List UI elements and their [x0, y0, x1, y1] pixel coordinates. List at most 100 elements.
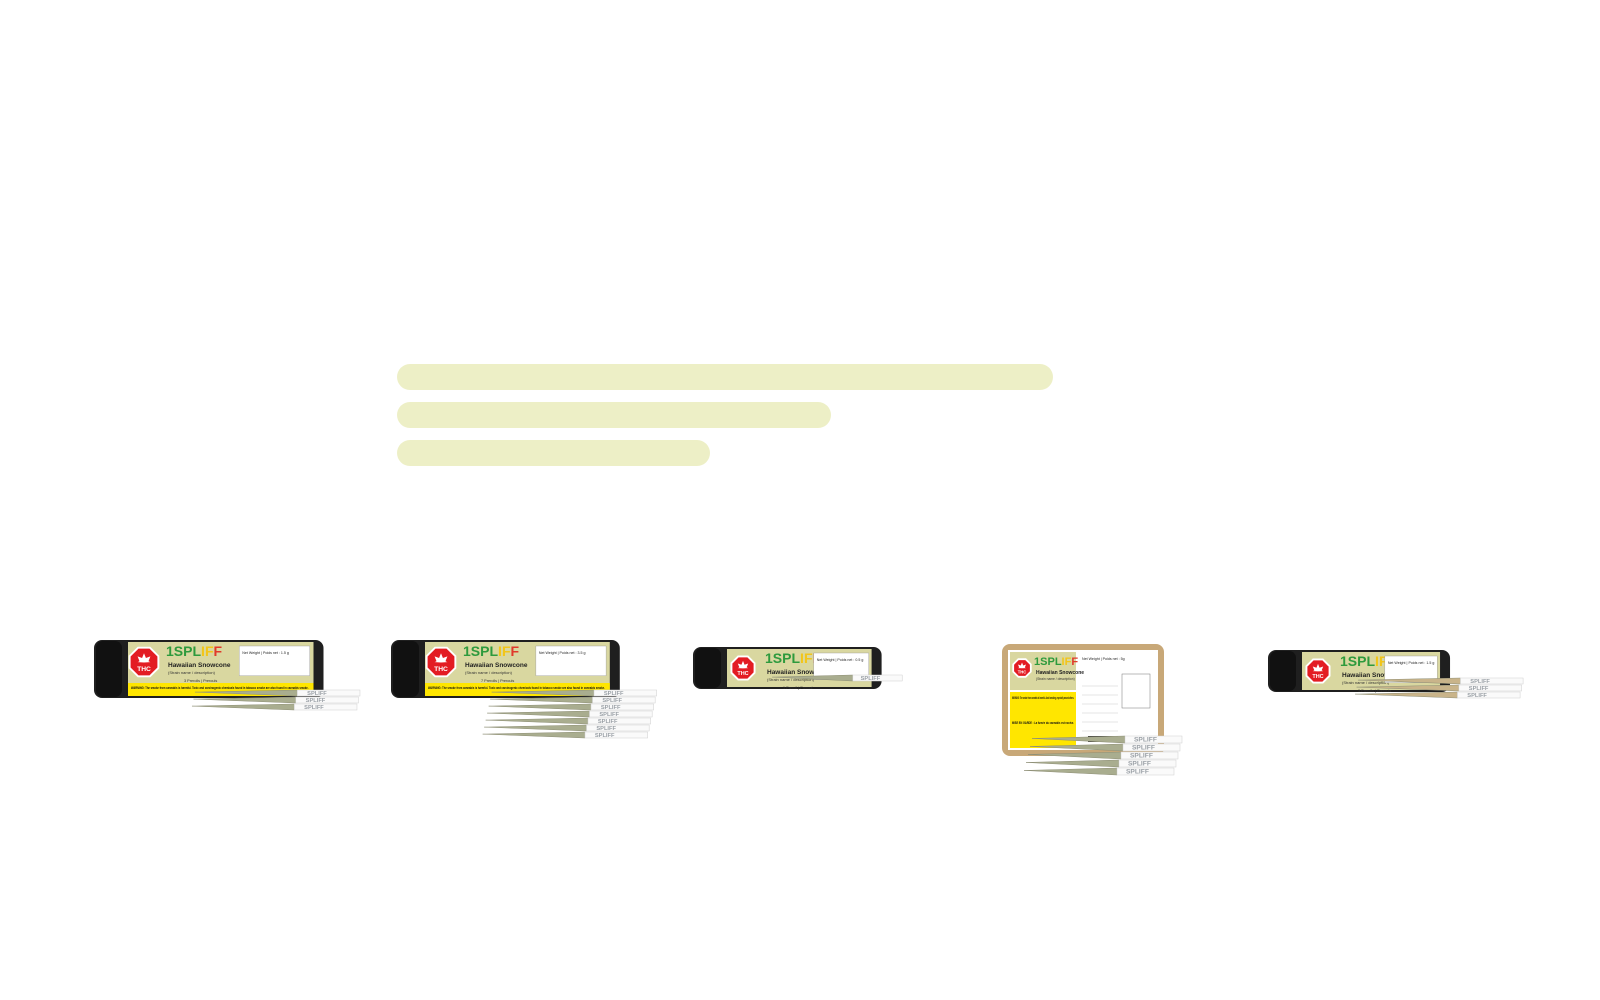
- cannabis-leaf-icon: [137, 653, 151, 663]
- warning-text: WARNING: The smoke from cannabis is harm…: [131, 685, 309, 690]
- thc-label: THC: [737, 671, 748, 677]
- cannabis-leaf-icon: [1312, 663, 1324, 672]
- tray-package: THC 1SPLIFF Hawaiian Snowcone(Strain name …: [1002, 644, 1183, 776]
- preroll-joint: SPLIFF: [485, 717, 651, 725]
- preroll-joint: SPLIFF: [193, 696, 359, 704]
- preroll-joint: SPLIFF: [488, 703, 654, 711]
- joint-brand: SPLIFF: [595, 733, 615, 739]
- preroll-joint: SPLIFF: [1031, 735, 1183, 744]
- product-card-3[interactable]: THC 1SPLIFF Hawaiian Snowcone(Strain name …: [693, 647, 923, 707]
- preroll-joint: SPLIFF: [484, 724, 650, 732]
- net-weight: Net Weight | Poids net : 3.5 g: [539, 651, 586, 655]
- product-card-4[interactable]: THC 1SPLIFF Hawaiian Snowcone(Strain name …: [1002, 644, 1202, 789]
- strain-note: (Strain name / description): [1036, 677, 1075, 681]
- count-text: 7 Prerolls | Prerouls: [481, 679, 514, 683]
- brand-logo: 1SPLIFF: [463, 643, 520, 659]
- info-box: [535, 645, 607, 676]
- joint-brand: SPLIFF: [1470, 679, 1490, 685]
- joint-brand: SPLIFF: [306, 698, 326, 704]
- info-box: [239, 645, 310, 676]
- preroll-joint: SPLIFF: [1356, 684, 1522, 692]
- thc-warning-icon: THC: [1305, 658, 1331, 684]
- joint-brand: SPLIFF: [1134, 737, 1157, 744]
- warning-text-fr: MISE EN GARDE : La fumée du cannabis est…: [1012, 721, 1074, 725]
- thc-warning-icon: THC: [425, 646, 457, 678]
- preroll-joint: SPLIFF: [1358, 677, 1524, 685]
- joint-brand: SPLIFF: [307, 691, 327, 697]
- strain-name: Hawaiian Snowcone: [168, 662, 231, 669]
- preroll-joint: SPLIFF: [491, 689, 657, 697]
- tube-cap: [1270, 651, 1296, 691]
- thc-warning-icon: THC: [128, 646, 160, 678]
- net-weight: Net Weight | Poids net : 1.5 g: [1388, 661, 1435, 665]
- joint-brand: SPLIFF: [601, 705, 621, 711]
- warning-text: WARNING: The smoke from cannabis is harm…: [1012, 696, 1074, 700]
- joint-brand: SPLIFF: [1130, 753, 1153, 760]
- net-weight: Net Weight | Poids net : 1.5 g: [242, 651, 289, 655]
- product-image: THC 1SPLIFF Hawaiian Snowcone(Strain name …: [94, 640, 361, 711]
- preroll-joint: SPLIFF: [772, 674, 903, 682]
- strain-note: (Strain name / description): [465, 670, 513, 675]
- strain-note: (Strain name / description): [1342, 680, 1390, 685]
- thc-warning-icon: THC: [730, 655, 756, 681]
- thc-label: THC: [434, 666, 448, 673]
- tube-package: THC 1SPLIFF Hawaiian Snowcone(Strain name …: [693, 647, 903, 690]
- count-text: 1 Preroll | Preroul: [783, 686, 813, 690]
- joint-brand: SPLIFF: [1467, 693, 1487, 699]
- thc-label: THC: [137, 666, 151, 673]
- preroll-joint: SPLIFF: [1025, 759, 1177, 768]
- thc-label: THC: [1018, 670, 1027, 675]
- joint-brand: SPLIFF: [1126, 769, 1149, 776]
- joint-brand: SPLIFF: [604, 691, 624, 697]
- cannabis-leaf-icon: [434, 653, 448, 663]
- strain-name: Hawaiian Snowcone: [767, 669, 830, 676]
- preroll-joint: SPLIFF: [490, 696, 656, 704]
- brand-logo: 1SPLIFF: [1034, 656, 1078, 668]
- product-image: THC 1SPLIFF Hawaiian Snowcone(Strain name …: [693, 647, 903, 690]
- joint-brand: SPLIFF: [1469, 686, 1489, 692]
- product-card-1[interactable]: THC 1SPLIFF Hawaiian Snowcone(Strain name …: [94, 640, 364, 750]
- info-box: [1121, 673, 1151, 709]
- joint-brand: SPLIFF: [596, 726, 616, 732]
- brand-logo: 1SPLIFF: [765, 650, 822, 666]
- skeleton-line-1: [397, 364, 1053, 390]
- thc-warning-icon: THC: [1012, 658, 1032, 678]
- preroll-joint: SPLIFF: [487, 710, 653, 718]
- joint-brand: SPLIFF: [861, 676, 881, 682]
- cannabis-leaf-icon: [737, 660, 749, 669]
- joint-brand: SPLIFF: [1128, 761, 1151, 768]
- strain-name: Hawaiian Snow: [1342, 672, 1390, 679]
- info-box: [1384, 655, 1438, 683]
- product-image: THC 1SPLIFF Hawaiian Snowcone(Strain name …: [1002, 644, 1183, 776]
- brand-logo: 1SPLIFF: [166, 643, 223, 659]
- warning-text: WARNING: The smoke from cannabis is harm…: [428, 685, 605, 690]
- tube-cap: [695, 648, 721, 688]
- preroll-joint: SPLIFF: [194, 689, 361, 697]
- tube-cap: [96, 641, 122, 697]
- net-weight: Net Weight | Poids net : 0.5 g: [817, 658, 864, 662]
- tube-cap: [393, 641, 419, 697]
- preroll-joint: SPLIFF: [482, 731, 648, 739]
- preroll-joint: SPLIFF: [191, 703, 358, 711]
- strain-name: Hawaiian Snowcone: [1036, 670, 1084, 676]
- strain-note: (Strain name / description): [767, 677, 815, 682]
- tube-package: THC 1SPLIFF Hawaiian Snowcone(Strain name …: [94, 640, 361, 711]
- skeleton-line-2: [397, 402, 831, 428]
- count-text: 3 Prerolls | Prerouls: [184, 679, 217, 683]
- preroll-joint: SPLIFF: [1029, 743, 1181, 752]
- preroll-joint: SPLIFF: [1023, 767, 1175, 776]
- joint-brand: SPLIFF: [304, 705, 324, 711]
- thc-label: THC: [1312, 674, 1323, 680]
- strain-note: (Strain name / description): [168, 670, 216, 675]
- joint-brand: SPLIFF: [598, 719, 618, 725]
- preroll-joint: SPLIFF: [1027, 751, 1179, 760]
- preroll-joint: SPLIFF: [1355, 691, 1521, 699]
- net-weight: Net Weight | Poids net : 5g: [1082, 657, 1125, 661]
- skeleton-line-3: [397, 440, 710, 466]
